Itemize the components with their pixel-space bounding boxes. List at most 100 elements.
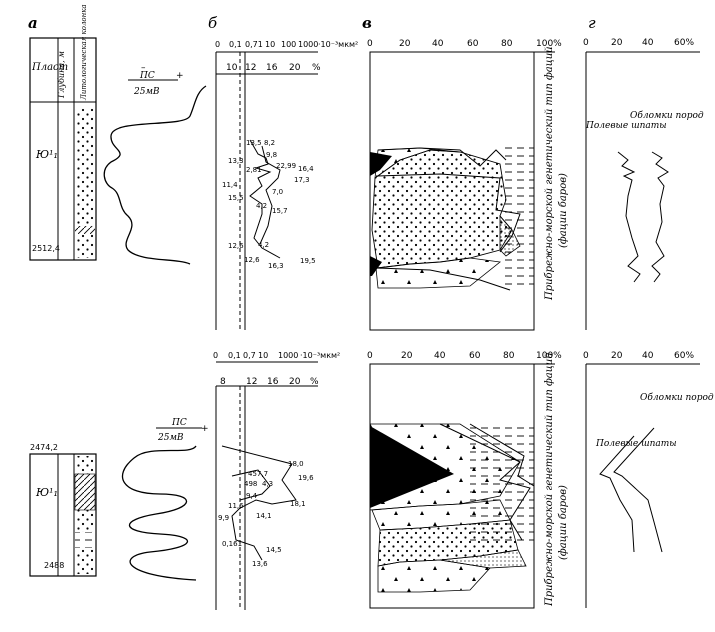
por-tick-2: 16 [267, 377, 279, 387]
facies-tick-80: 80 [501, 39, 513, 49]
perm-point-label: 12,6 [244, 256, 260, 264]
depth-bottom-bottom: 2488 [44, 561, 64, 570]
por-tick-1: 12 [246, 377, 257, 387]
perm-point-label: 9,4 [246, 492, 258, 500]
panel-letter-v: в [362, 14, 372, 32]
facies-tick-60: 60 [467, 39, 479, 49]
perm-point-label: 18,0 [288, 460, 304, 468]
perm-point-label: 11,6 [228, 502, 244, 510]
facies-sublabel-bottom: (фации баров) [558, 485, 569, 560]
mineral-tick-20: 20 [611, 38, 623, 48]
perm-point-label: 4,2 [256, 202, 267, 210]
depth-top-bottom: 2474,2 [30, 443, 58, 452]
perm-panel-top: 0 0,1 0,71 10 100 1000 ·10⁻³мкм² 10 12 1… [215, 40, 358, 330]
panel-letter-b: б [208, 14, 218, 32]
perm-tick-2: 0,71 [245, 40, 263, 49]
ps-minus: – [141, 63, 146, 73]
panel-letters: а б в г [28, 14, 596, 32]
perm-tick-3: 10 [258, 351, 268, 360]
perm-point-label: 8,2 [264, 139, 275, 147]
perm-point-label: 13,5 [246, 139, 262, 147]
perm-point-label: 7,0 [272, 188, 283, 196]
mineral-tick-0: 0 [583, 38, 589, 48]
depth-bottom-top: 2512,4 [32, 244, 60, 253]
perm-point-label: 13,6 [252, 560, 268, 568]
mineral-label-fragments: Обломки пород [630, 110, 704, 121]
facies-label-bottom: Прибрежно-морской генетический тип фаций [544, 352, 555, 607]
mineral-panel-bottom: 0 20 40 60% Полевые шпаты Обломки пород [583, 351, 714, 608]
ps-label-bottom: ПС [171, 418, 187, 428]
perm-point-label: 4,3 [262, 480, 273, 488]
perm-point-label: 17,3 [294, 176, 310, 184]
perm-tick-4: 1000 [278, 351, 298, 360]
facies-tick-100: 100% [536, 39, 562, 49]
perm-point-label: 18,1 [290, 500, 306, 508]
perm-point-label: 16,3 [268, 262, 284, 270]
mineral-tick-40: 40 [642, 38, 654, 48]
header-depth: Глубина, м [57, 51, 66, 99]
mineral-panel-top: 0 20 40 60% Полевые шпаты Обломки пород [583, 38, 704, 330]
facies-tick-60: 60 [469, 351, 481, 361]
perm-point-label: 457,7 [248, 470, 268, 478]
facies-tick-20: 20 [401, 351, 413, 361]
facies-sublabel-top: (фации баров) [558, 173, 569, 248]
perm-point-label: 15,5 [228, 194, 244, 202]
column-a-top: Пласт Глубина, м Литологическая колонка … [29, 4, 97, 261]
perm-panel-bottom: 0 0,1 0,7 10 1000 ·10⁻³мкм² 8 12 16 20 %… [213, 351, 340, 610]
perm-tick-0: 0 [215, 40, 220, 49]
perm-point-label: 13,3 [228, 157, 244, 165]
perm-point-label: 19,5 [300, 257, 316, 265]
por-tick-3: 20 [289, 377, 301, 387]
perm-point-label: 2,81 [246, 166, 262, 174]
facies-tick-40: 40 [434, 351, 446, 361]
perm-point-label: 15,7 [272, 207, 288, 215]
perm-point-label: 9,9 [218, 514, 229, 522]
perm-tick-0: 0 [213, 351, 218, 360]
layer-name-bottom: Ю¹₁ [35, 486, 58, 499]
perm-tick-1: 0,1 [229, 40, 242, 49]
ps-plus-bottom: + [201, 424, 209, 434]
mineral-tick-60: 60% [674, 38, 694, 48]
ps-plus: + [176, 71, 184, 81]
perm-point-label: 16,4 [298, 165, 314, 173]
mineral-label-feldspar: Полевые шпаты [585, 121, 667, 131]
mineral-tick-40: 40 [642, 351, 654, 361]
facies-tick-40: 40 [432, 39, 444, 49]
panel-letter-a: а [28, 14, 38, 32]
perm-tick-5: 1000 [298, 40, 318, 49]
perm-point-label: 22,99 [276, 162, 296, 170]
facies-tick-80: 80 [503, 351, 515, 361]
perm-unit: ·10⁻³мкм² [300, 351, 340, 360]
facies-label-top: Прибрежно-морской генетический тип фаций [544, 46, 555, 301]
perm-tick-1: 0,1 [228, 351, 241, 360]
por-tick-3: 20 [289, 63, 301, 73]
header-layer: Пласт [31, 62, 68, 73]
por-unit: % [310, 377, 319, 387]
facies-panel-top: 0 20 40 60 80 100% Прибрежно-морской ген… [367, 39, 569, 331]
perm-tick-2: 0,7 [243, 351, 256, 360]
por-tick-0: 10 [226, 63, 238, 73]
facies-tick-0: 0 [367, 351, 373, 361]
ps-scale-bottom: 25мВ [157, 433, 184, 443]
mineral-tick-20: 20 [611, 351, 623, 361]
layer-name-top: Ю¹₁ [35, 148, 58, 161]
perm-point-label: 14,1 [256, 512, 272, 520]
ps-scale-top: 25мВ [133, 87, 160, 97]
perm-point-label: 4,2 [258, 241, 269, 249]
facies-panel-bottom: 0 20 40 60 80 100% Прибрежно-морской ген… [367, 351, 569, 609]
ps-log-bottom: ПС + 25мВ [122, 418, 209, 581]
mineral-label-fragments: Обломки пород [640, 392, 714, 403]
facies-tick-0: 0 [367, 39, 373, 49]
ps-log-top: – ПС + 25мВ [103, 63, 207, 265]
header-litho: Литологическая колонка [80, 4, 88, 101]
column-a-bottom: 2474,2 Ю¹₁ 2488 [29, 443, 97, 577]
perm-point-label: 12,6 [228, 242, 244, 250]
perm-point-label: 9,8 [266, 151, 277, 159]
perm-point-label: 498 [244, 480, 257, 488]
por-tick-1: 12 [245, 63, 256, 73]
mineral-tick-0: 0 [583, 351, 589, 361]
perm-point-label: 14,5 [266, 546, 282, 554]
perm-point-label: 0,161 [222, 540, 242, 548]
facies-tick-100: 100% [536, 351, 562, 361]
perm-tick-3: 10 [265, 40, 275, 49]
